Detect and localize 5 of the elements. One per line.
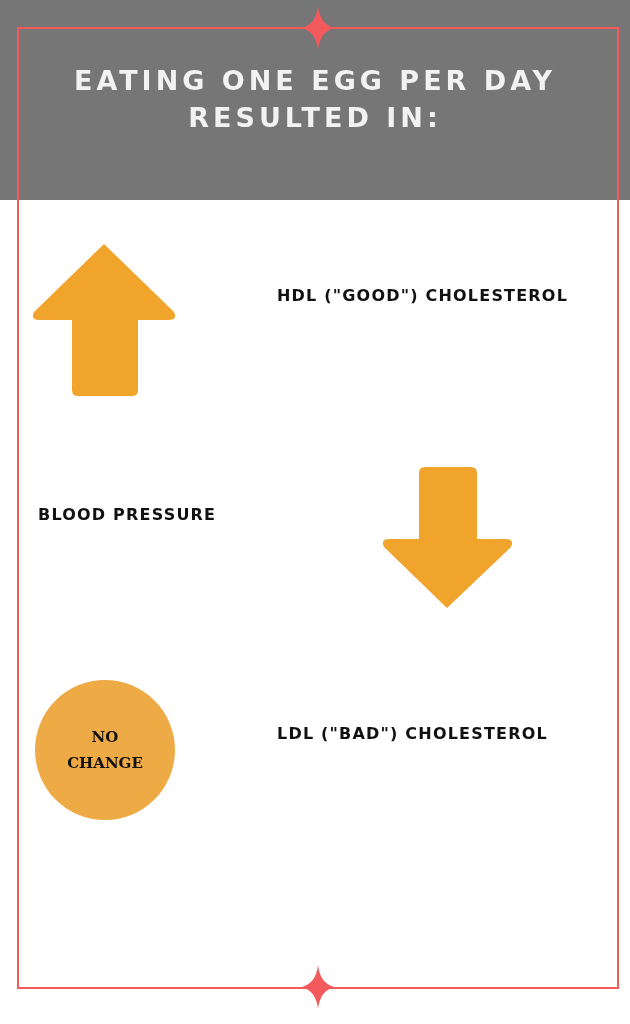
title: EATING ONE EGG PER DAY RESULTED IN: xyxy=(72,64,558,135)
item-label: HDL ("GOOD") CHOLESTEROL xyxy=(277,286,569,305)
item-label: BLOOD PRESSURE xyxy=(38,505,217,524)
status-text: NO CHANGE xyxy=(66,727,144,774)
item-label: LDL ("BAD") CHOLESTEROL xyxy=(277,724,548,743)
